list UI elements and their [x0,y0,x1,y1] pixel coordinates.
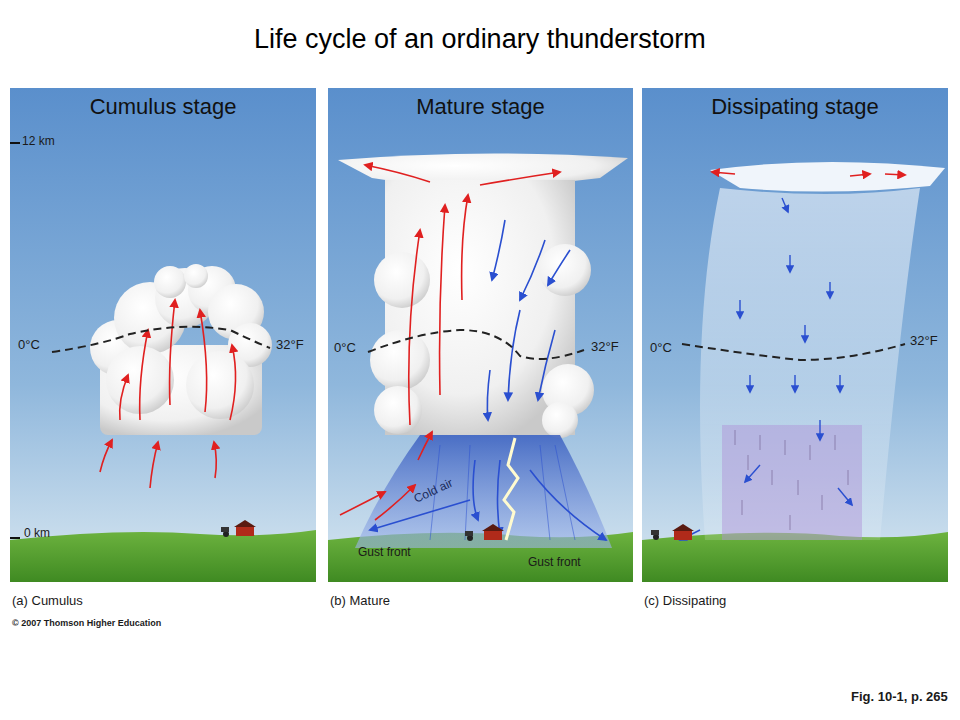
panel-caption: (b) Mature [330,594,390,609]
diagram-label: 32°F [910,334,938,349]
diagram-label: 0°C [650,341,672,356]
diagram-label: 12 km [22,135,55,149]
figure-caption: Fig. 10-1, p. 265 [851,690,948,705]
diagram-label: 32°F [276,338,304,353]
stage-panel: Mature stage [328,88,633,582]
diagram-label: Gust front [358,546,411,560]
stage-heading: Dissipating stage [642,88,948,120]
stage-panel: Dissipating stage [642,88,948,582]
copyright-note: © 2007 Thomson Higher Education [12,618,161,628]
diagram-label: 0°C [334,341,356,356]
panel-caption: (c) Dissipating [644,594,726,609]
panel-caption: (a) Cumulus [12,594,83,609]
stage-heading: Mature stage [328,88,633,120]
stage-heading: Cumulus stage [10,88,316,120]
diagram-label: Gust front [528,556,581,570]
diagram-title: Life cycle of an ordinary thunderstorm [254,24,706,55]
diagram-label: 32°F [591,340,619,355]
diagram-label: 0 km [24,527,50,541]
stage-panel: Cumulus stage [10,88,316,582]
diagram-label: 0°C [18,338,40,353]
